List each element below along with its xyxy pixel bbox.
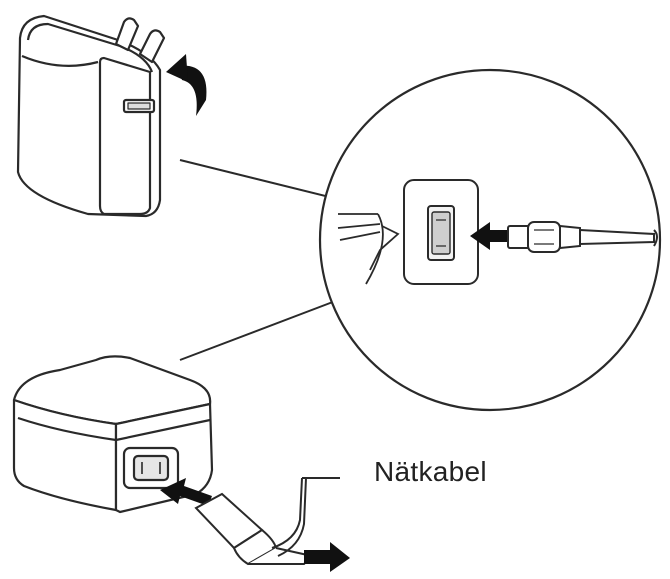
power-cable-label: Nätkabel [374,456,487,487]
adapter-bottom [12,355,214,514]
plug-prongs [114,17,166,64]
cable-direction-arrow-icon [304,542,350,572]
curved-arrow-icon [166,54,207,116]
ac-plug [194,492,314,566]
adapter-top [16,14,166,218]
usb-port [403,179,479,285]
arrow-insert-ac-icon [160,478,212,506]
adapter-edge-lines [337,213,400,285]
arrow-left-icon [470,222,512,250]
power-cable [271,477,340,557]
usb-connector [507,221,658,253]
